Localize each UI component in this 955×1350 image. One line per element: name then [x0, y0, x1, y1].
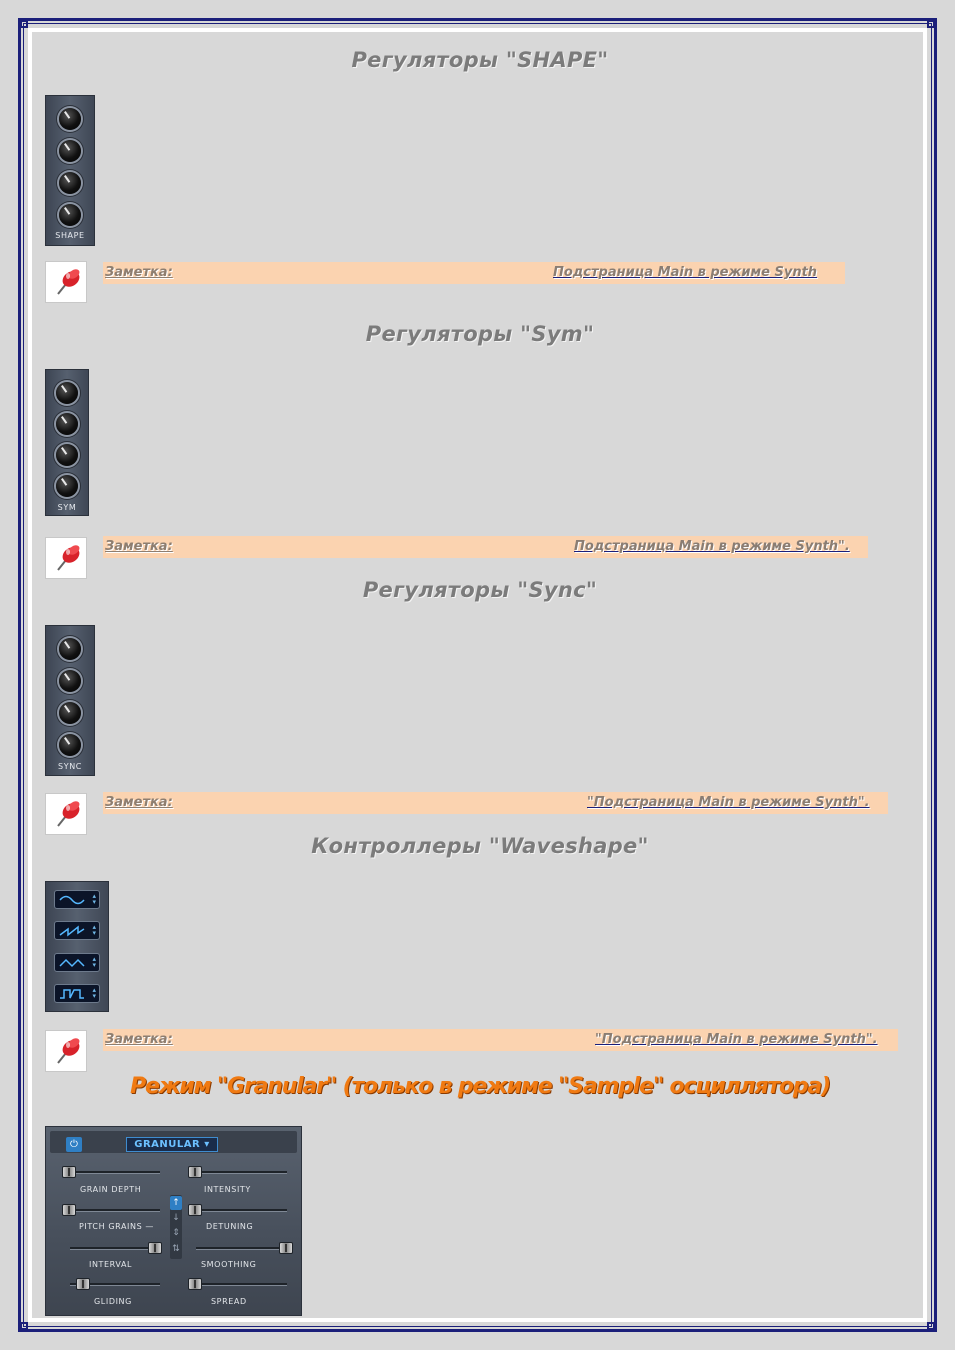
section-heading-sym: Регуляторы "Sym": [365, 322, 595, 346]
triangle-wave-icon: [59, 958, 85, 968]
note-label: Заметка:: [105, 1032, 173, 1047]
up-down-arrows-icon: ▴▾: [92, 892, 96, 906]
intensity-track: [191, 1171, 287, 1174]
note-label: Заметка:: [105, 265, 173, 280]
up-down-arrows-icon: ▴▾: [92, 986, 96, 1000]
sync-knob-1[interactable]: [59, 638, 81, 660]
note-label: Заметка:: [105, 795, 173, 810]
pushpin-icon: [45, 793, 87, 835]
waveshape-pulse-button[interactable]: ▴▾: [54, 984, 100, 1003]
interval-label: INTERVAL: [89, 1260, 133, 1269]
smoothing-label: SMOOTHING: [201, 1260, 257, 1269]
note-bar-3: Заметка: "Подстраница Main в режиме Synt…: [103, 792, 888, 814]
direction-pingpong-button[interactable]: ⇕: [172, 1228, 180, 1238]
sync-knob-4[interactable]: [59, 734, 81, 756]
pitch-grains-slider[interactable]: [62, 1204, 76, 1216]
shape-knob-panel: SHAPE: [45, 95, 95, 246]
sym-knob-4[interactable]: [56, 475, 78, 497]
interval-slider[interactable]: [148, 1242, 162, 1254]
grain-direction-buttons: ↑ ↓ ⇕ ⇅: [170, 1195, 182, 1259]
sym-knob-3[interactable]: [56, 444, 78, 466]
sym-knob-panel: SYM: [45, 369, 89, 516]
shape-knob-4[interactable]: [59, 204, 81, 226]
direction-backward-button[interactable]: ↓: [172, 1213, 180, 1223]
direction-forward-button[interactable]: ↑: [170, 1196, 182, 1210]
note-label: Заметка:: [105, 539, 173, 554]
pitch-grains-track: [64, 1209, 160, 1212]
note-bar-4: Заметка: "Подстраница Main в режиме Synt…: [103, 1029, 898, 1051]
interval-track: [70, 1247, 162, 1250]
note-link-main-synth[interactable]: "Подстраница Main в режиме Synth".: [587, 795, 870, 810]
gliding-track: [70, 1283, 160, 1286]
intensity-label: INTENSITY: [204, 1185, 251, 1194]
waveshape-sine-button[interactable]: ▴▾: [54, 890, 100, 909]
sync-knob-2[interactable]: [59, 670, 81, 692]
direction-alternate-button[interactable]: ⇅: [172, 1244, 180, 1254]
note-link-main-synth[interactable]: Подстраница Main в режиме Synth".: [574, 539, 850, 554]
spread-slider[interactable]: [188, 1278, 202, 1290]
note-link-main-synth[interactable]: "Подстраница Main в режиме Synth".: [595, 1032, 878, 1047]
granular-mode-select[interactable]: GRANULAR ▾: [126, 1137, 218, 1152]
smoothing-slider[interactable]: [279, 1242, 293, 1254]
up-down-arrows-icon: ▴▾: [92, 923, 96, 937]
waveshape-triangle-button[interactable]: ▴▾: [54, 953, 100, 972]
grain-depth-label: GRAIN DEPTH: [80, 1185, 142, 1194]
pushpin-icon: [45, 261, 87, 303]
spread-label: SPREAD: [211, 1297, 247, 1306]
page-border-middle: [23, 23, 932, 1327]
up-down-arrows-icon: ▴▾: [92, 955, 96, 969]
shape-panel-label: SHAPE: [55, 231, 85, 240]
pushpin-icon: [45, 537, 87, 579]
page-content-area: [28, 28, 927, 1322]
frame-corner-top-right: [927, 20, 935, 28]
smoothing-track: [196, 1247, 288, 1250]
page-border-outer: [18, 18, 937, 1332]
note-bar-2: Заметка: Подстраница Main в режиме Synth…: [103, 536, 868, 558]
note-link-main-synth[interactable]: Подстраница Main в режиме Synth: [553, 265, 818, 280]
detuning-track: [191, 1209, 287, 1212]
waveshape-saw-button[interactable]: ▴▾: [54, 921, 100, 940]
pushpin-icon: [45, 1030, 87, 1072]
sym-knob-1[interactable]: [56, 382, 78, 404]
pulse-wave-icon: [60, 989, 84, 999]
section-heading-granular: Режим "Granular" (только в режиме "Sampl…: [130, 1074, 831, 1099]
sync-knob-panel: SYNC: [45, 625, 95, 776]
frame-corner-top-left: [20, 20, 28, 28]
section-heading-sync: Регуляторы "Sync": [362, 578, 598, 602]
detuning-slider[interactable]: [188, 1204, 202, 1216]
section-heading-shape: Регуляторы "SHAPE": [351, 48, 609, 72]
intensity-slider[interactable]: [188, 1166, 202, 1178]
shape-knob-1[interactable]: [59, 108, 81, 130]
sym-panel-label: SYM: [57, 503, 77, 512]
shape-knob-3[interactable]: [59, 172, 81, 194]
sine-wave-icon: [59, 895, 85, 905]
spread-track: [191, 1283, 287, 1286]
sync-knob-3[interactable]: [59, 702, 81, 724]
frame-corner-bottom-left: [20, 1322, 28, 1330]
sync-panel-label: SYNC: [58, 762, 82, 771]
saw-wave-icon: [59, 925, 85, 937]
gliding-slider[interactable]: [76, 1278, 90, 1290]
power-icon[interactable]: ⏻: [66, 1137, 82, 1152]
pitch-grains-label: PITCH GRAINS —: [79, 1222, 155, 1231]
granular-panel: ⏻ GRANULAR ▾ GRAIN DEPTH INTENSITY PITCH…: [45, 1126, 302, 1316]
frame-corner-bottom-right: [927, 1322, 935, 1330]
grain-depth-track: [64, 1171, 160, 1174]
waveshape-panel: ▴▾ ▴▾ ▴▾ ▴▾: [45, 881, 109, 1012]
gliding-label: GLIDING: [94, 1297, 132, 1306]
grain-depth-slider[interactable]: [62, 1166, 76, 1178]
detuning-label: DETUNING: [206, 1222, 254, 1231]
section-heading-waveshape: Контроллеры "Waveshape": [311, 834, 649, 858]
sym-knob-2[interactable]: [56, 413, 78, 435]
shape-knob-2[interactable]: [59, 140, 81, 162]
note-bar-1: Заметка: Подстраница Main в режиме Synth: [103, 262, 845, 284]
